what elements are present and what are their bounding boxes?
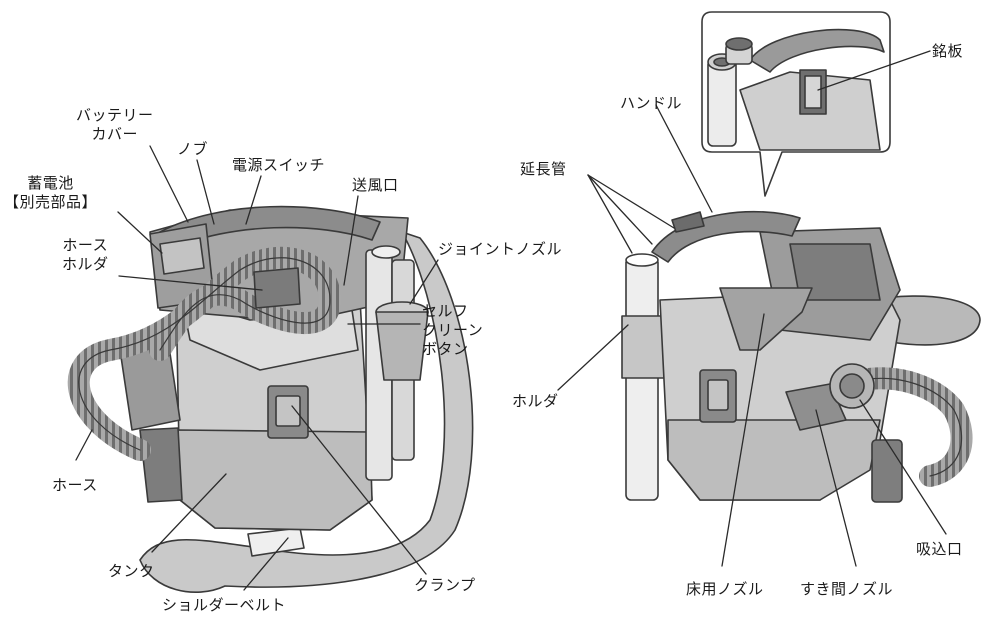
label-power-switch: 電源スイッチ — [232, 156, 326, 174]
right-vacuum-rear-view — [621, 210, 981, 503]
label-shoulder-belt: ショルダーベルト — [162, 596, 287, 614]
label-blower-port: 送風口 — [352, 176, 399, 194]
label-self-clean-button: セルフ クリーン ボタン — [422, 302, 484, 358]
label-crevice-nozzle: すき間ノズル — [800, 580, 894, 598]
label-nameplate: 銘板 — [932, 42, 964, 60]
nameplate-inset — [701, 11, 891, 197]
label-joint-nozzle: ジョイントノズル — [438, 240, 563, 258]
left-vacuum-front-view — [67, 205, 474, 593]
label-battery: 蓄電池 【別売部品】 — [4, 174, 98, 211]
label-knob: ノブ — [177, 140, 209, 158]
leader-lines — [75, 50, 947, 591]
label-handle: ハンドル — [620, 94, 683, 112]
label-floor-nozzle: 床用ノズル — [686, 580, 764, 598]
label-hose-holder: ホース ホルダ — [62, 236, 109, 273]
label-extension-pipe: 延長管 — [520, 160, 567, 178]
label-battery-cover: バッテリー カバー — [76, 106, 154, 143]
label-tank: タンク — [108, 562, 155, 580]
label-holder: ホルダ — [512, 392, 559, 410]
label-hose: ホース — [52, 476, 98, 494]
label-intake-port: 吸込口 — [916, 540, 963, 558]
label-clamp: クランプ — [414, 576, 476, 594]
